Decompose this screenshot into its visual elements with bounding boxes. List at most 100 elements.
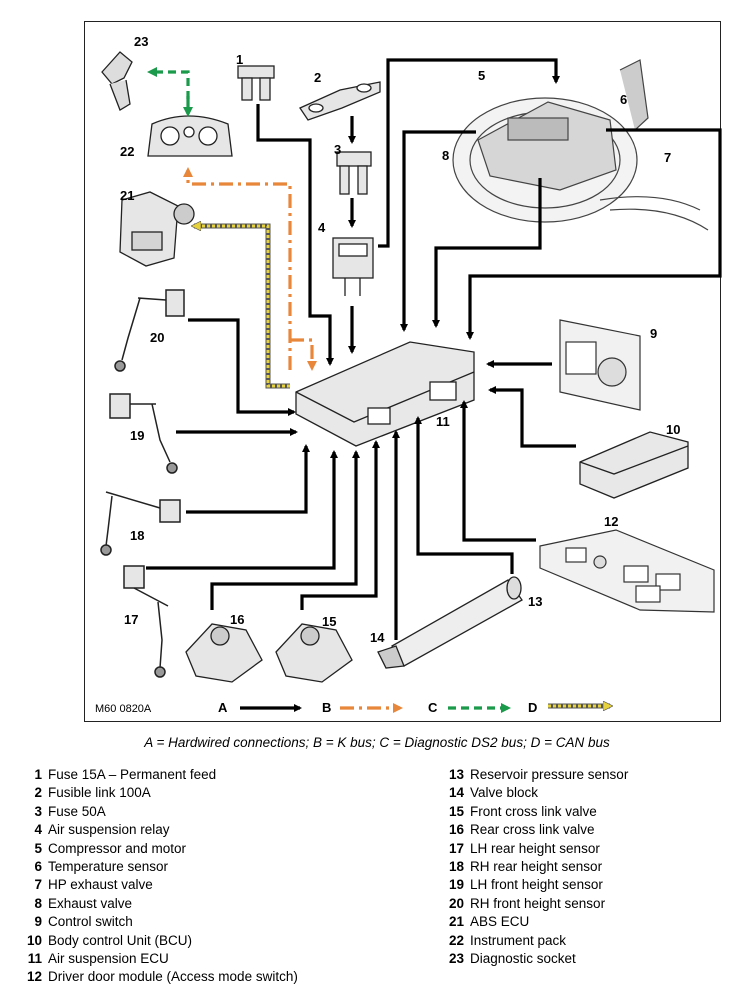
key-number: 10 bbox=[26, 932, 42, 948]
key-label: Air suspension relay bbox=[48, 822, 170, 838]
key-number: 12 bbox=[26, 969, 42, 985]
diagnostic-socket-icon bbox=[101, 51, 133, 111]
key-item-16: 16 Rear cross link valve bbox=[446, 821, 628, 839]
key-label: Fusible link 100A bbox=[48, 785, 151, 801]
key-label: Driver door module (Access mode switch) bbox=[48, 969, 298, 985]
key-label: Diagnostic socket bbox=[470, 950, 576, 966]
key-item-9: 9 Control switch bbox=[24, 913, 298, 931]
callout-11: 11 bbox=[436, 414, 450, 429]
callout-4: 4 bbox=[318, 220, 326, 235]
diagram-caption: A = Hardwired connections; B = K bus; C … bbox=[144, 735, 610, 750]
key-item-13: 13 Reservoir pressure sensor bbox=[446, 766, 628, 784]
key-number: 23 bbox=[448, 950, 464, 966]
reservoir-icon bbox=[377, 576, 523, 669]
key-label: Control switch bbox=[48, 914, 133, 930]
lh-front-height-sensor-icon bbox=[109, 393, 178, 474]
key-number: 13 bbox=[448, 767, 464, 782]
key-number: 16 bbox=[448, 822, 464, 838]
callout-13: 13 bbox=[528, 594, 542, 609]
key-number: 9 bbox=[34, 914, 42, 930]
control-switch-icon bbox=[559, 319, 641, 411]
key-label: Reservoir pressure sensor bbox=[470, 767, 629, 782]
key-label: Body control Unit (BCU) bbox=[48, 932, 193, 948]
key-label: Rear cross link valve bbox=[470, 822, 595, 838]
key-number: 1 bbox=[34, 767, 42, 782]
callout-15: 15 bbox=[322, 614, 336, 629]
key-number: 21 bbox=[448, 914, 464, 930]
key-label: Instrument pack bbox=[470, 932, 567, 948]
callout-6: 6 bbox=[620, 92, 627, 107]
key-label: Front cross link valve bbox=[470, 803, 597, 819]
callout-22: 22 bbox=[120, 144, 134, 159]
ds2-bus-connection bbox=[147, 67, 511, 713]
callout-12: 12 bbox=[604, 514, 618, 529]
key-label: ABS ECU bbox=[470, 914, 530, 930]
key-number: 19 bbox=[448, 877, 464, 893]
legend-letter-b: B bbox=[322, 700, 331, 715]
key-item-2: 2 Fusible link 100A bbox=[24, 784, 298, 802]
abs-ecu-icon bbox=[119, 191, 195, 267]
key-number: 15 bbox=[448, 803, 464, 819]
callout-21: 21 bbox=[120, 188, 134, 203]
key-number: 6 bbox=[34, 858, 42, 874]
rh-rear-height-sensor-icon bbox=[100, 491, 181, 556]
key-label: Air suspension ECU bbox=[48, 950, 169, 966]
key-label: LH rear height sensor bbox=[470, 840, 600, 856]
figure-code: M60 0820A bbox=[95, 703, 152, 715]
callout-18: 18 bbox=[130, 528, 144, 543]
key-item-20: 20 RH front height sensor bbox=[446, 895, 628, 913]
key-list-left: 1 Fuse 15A – Permanent feed 2 Fusible link … bbox=[24, 766, 298, 987]
key-label: RH rear height sensor bbox=[470, 858, 603, 874]
key-number: 14 bbox=[448, 785, 464, 801]
key-number: 22 bbox=[448, 932, 464, 948]
fuse-50a-icon bbox=[336, 151, 372, 195]
key-number: 18 bbox=[448, 858, 464, 874]
callout-3: 3 bbox=[334, 142, 341, 157]
key-label: Temperature sensor bbox=[48, 858, 169, 874]
key-label: HP exhaust valve bbox=[48, 877, 153, 893]
fuse-15a-icon bbox=[237, 65, 275, 101]
key-item-1: 1 Fuse 15A – Permanent feed bbox=[24, 766, 298, 784]
legend-letter-a: A bbox=[218, 700, 228, 715]
key-label: Exhaust valve bbox=[48, 895, 133, 911]
callout-20: 20 bbox=[150, 330, 164, 345]
air-suspension-ecu-icon bbox=[295, 341, 475, 447]
callout-5: 5 bbox=[478, 68, 485, 83]
front-cross-link-valve-icon bbox=[275, 623, 353, 683]
key-label: RH front height sensor bbox=[470, 895, 606, 911]
key-label: Fuse 50A bbox=[48, 803, 106, 819]
callout-23: 23 bbox=[134, 34, 148, 49]
key-item-23: 23 Diagnostic socket bbox=[446, 950, 628, 968]
callout-17: 17 bbox=[124, 612, 138, 627]
key-label: LH front height sensor bbox=[470, 877, 603, 893]
rear-cross-link-valve-icon bbox=[185, 623, 263, 683]
key-number: 20 bbox=[448, 895, 464, 911]
key-number: 5 bbox=[34, 840, 42, 856]
key-item-18: 18 RH rear height sensor bbox=[446, 858, 628, 876]
key-item-21: 21 ABS ECU bbox=[446, 913, 628, 931]
callout-9: 9 bbox=[650, 326, 657, 341]
key-number: 4 bbox=[34, 822, 42, 838]
callout-8: 8 bbox=[442, 148, 449, 163]
callout-14: 14 bbox=[370, 630, 385, 645]
key-item-11: 11 Air suspension ECU bbox=[24, 950, 298, 968]
driver-door-module-icon bbox=[539, 529, 715, 613]
key-label: Fuse 15A – Permanent feed bbox=[48, 767, 217, 782]
callout-10: 10 bbox=[666, 422, 680, 437]
key-number: 2 bbox=[34, 785, 42, 801]
callout-16: 16 bbox=[230, 612, 244, 627]
key-number: 11 bbox=[27, 950, 42, 966]
rh-front-height-sensor-icon bbox=[114, 289, 185, 372]
callout-7: 7 bbox=[664, 150, 671, 165]
k-bus-connection bbox=[183, 167, 403, 713]
bcu-icon bbox=[579, 431, 689, 499]
key-label: Compressor and motor bbox=[48, 840, 187, 856]
key-item-4: 4 Air suspension relay bbox=[24, 821, 298, 839]
legend-letter-d: D bbox=[528, 700, 537, 715]
air-suspension-relay-icon bbox=[332, 237, 374, 296]
callout-2: 2 bbox=[314, 70, 321, 85]
